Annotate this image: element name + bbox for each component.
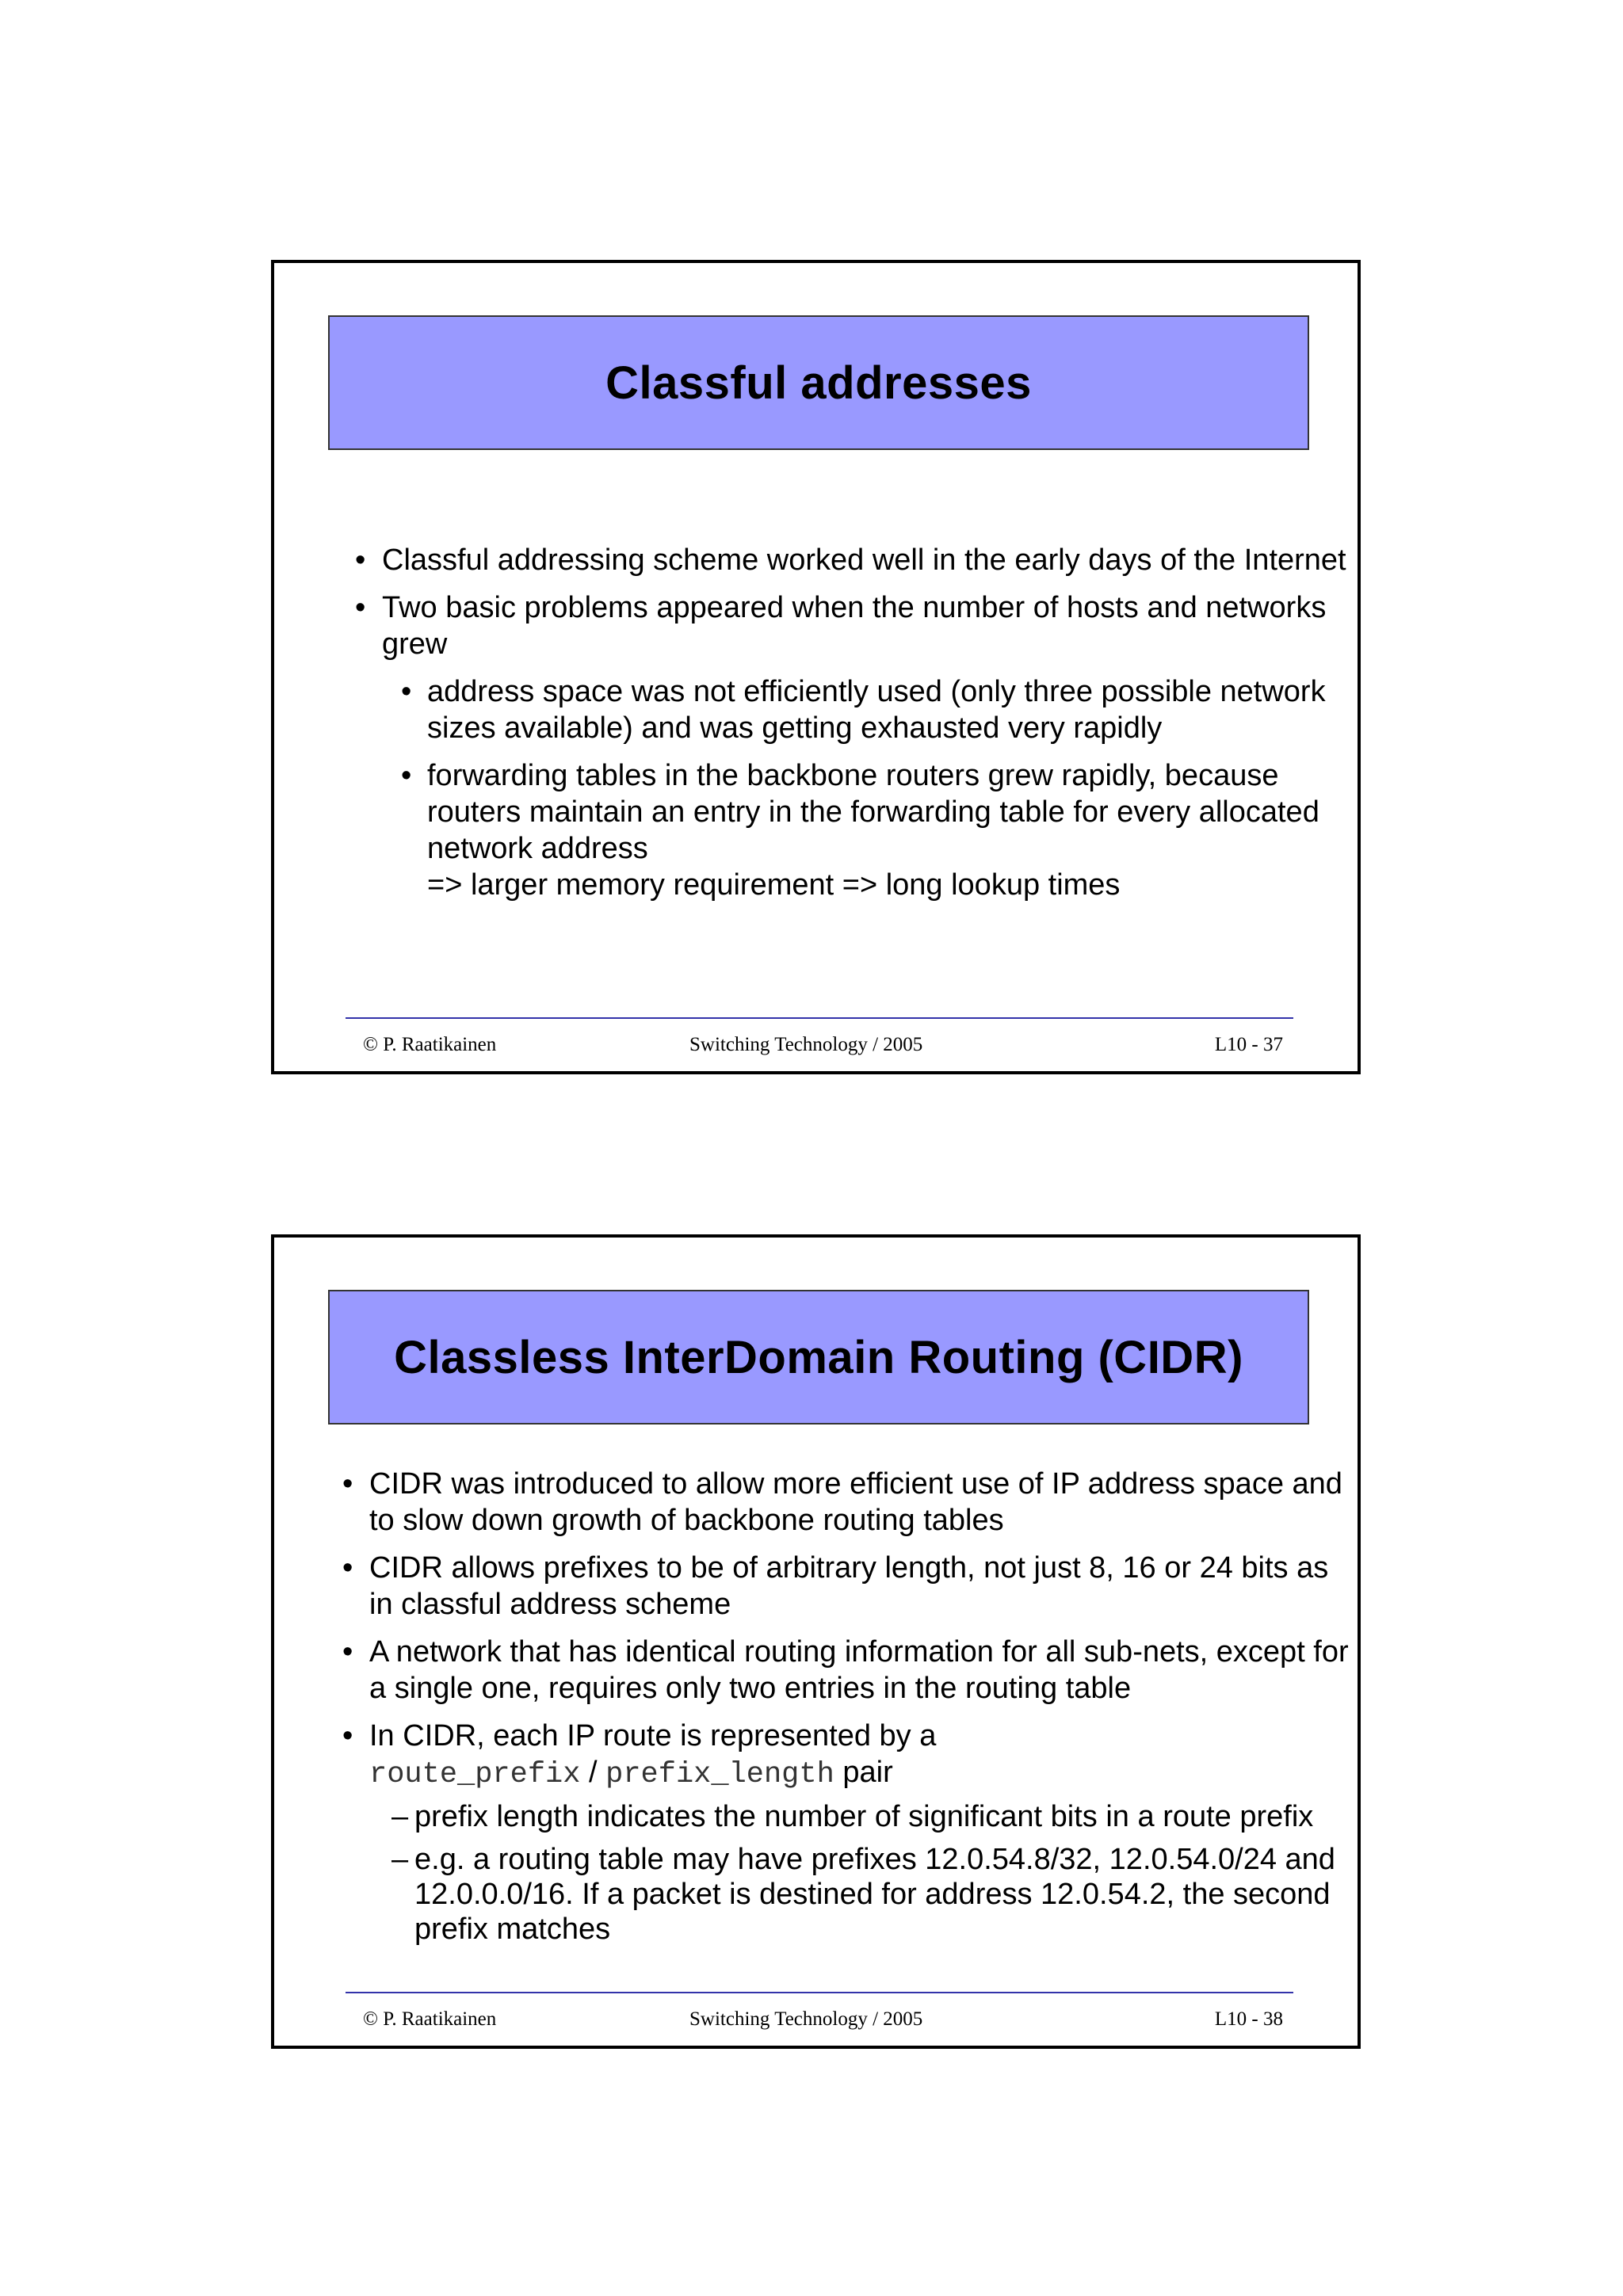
bullet-marker: •: [401, 759, 412, 792]
bullet-item: • CIDR allows prefixes to be of arbitrar…: [274, 1550, 1358, 1623]
bullet-marker: •: [355, 543, 366, 577]
bullet-tail-text: pair: [834, 1756, 893, 1789]
bullet-text: A network that has identical routing inf…: [369, 1635, 1349, 1705]
dash-marker: –: [391, 1843, 409, 1876]
bullet-item: • CIDR was introduced to allow more effi…: [274, 1466, 1358, 1539]
bullet-text: CIDR was introduced to allow more effici…: [369, 1467, 1342, 1537]
slide-37: Classful addresses • Classful addressing…: [271, 260, 1361, 1074]
sub-bullet-item: – prefix length indicates the number of …: [274, 1799, 1358, 1834]
code-separator: /: [580, 1756, 606, 1789]
footer-author: © P. Raatikainen: [363, 1034, 497, 1055]
bullet-list: • Classful addressing scheme worked well…: [274, 542, 1358, 914]
sub-bullet-continuation: => larger memory requirement => long loo…: [427, 868, 1121, 902]
dash-marker: –: [391, 1800, 409, 1833]
slide-title: Classless InterDomain Routing (CIDR): [394, 1331, 1243, 1383]
bullet-marker: •: [342, 1551, 353, 1585]
slide-title-box: Classless InterDomain Routing (CIDR): [328, 1290, 1309, 1425]
footer-page-number: L10 - 37: [1214, 1034, 1283, 1055]
bullet-marker: •: [342, 1467, 353, 1501]
slide-title-box: Classful addresses: [328, 315, 1309, 450]
footer-page-number: L10 - 38: [1214, 2008, 1283, 2030]
bullet-text: Classful addressing scheme worked well i…: [382, 543, 1346, 577]
bullet-item: • Two basic problems appeared when the n…: [274, 589, 1358, 662]
slide-38: Classless InterDomain Routing (CIDR) • C…: [271, 1234, 1361, 2049]
footer-course: Switching Technology / 2005: [689, 1034, 923, 1055]
bullet-marker: •: [342, 1719, 353, 1753]
route-prefix-code: route_prefix: [369, 1758, 581, 1791]
sub-bullet-item: • address space was not efficiently used…: [274, 673, 1358, 746]
footer-divider: [346, 1017, 1293, 1019]
sub-bullet-item: • forwarding tables in the backbone rout…: [274, 757, 1358, 903]
bullet-text: Two basic problems appeared when the num…: [382, 591, 1327, 661]
bullet-item: • A network that has identical routing i…: [274, 1634, 1358, 1707]
slide-title: Classful addresses: [605, 357, 1032, 409]
bullet-marker: •: [401, 675, 412, 708]
sub-bullet-text: address space was not efficiently used (…: [427, 675, 1326, 745]
footer-author: © P. Raatikainen: [363, 2008, 497, 2030]
sub-bullet-text: forwarding tables in the backbone router…: [427, 759, 1319, 865]
bullet-list: • CIDR was introduced to allow more effi…: [274, 1466, 1358, 1955]
bullet-text: In CIDR, each IP route is represented by…: [369, 1719, 937, 1753]
sub-bullet-text: prefix length indicates the number of si…: [414, 1800, 1314, 1833]
bullet-item: • Classful addressing scheme worked well…: [274, 542, 1358, 578]
bullet-item: • In CIDR, each IP route is represented …: [274, 1718, 1358, 1793]
bullet-marker: •: [355, 591, 366, 624]
footer-divider: [346, 1992, 1293, 1993]
bullet-text: CIDR allows prefixes to be of arbitrary …: [369, 1551, 1329, 1621]
sub-bullet-text: e.g. a routing table may have prefixes 1…: [414, 1843, 1335, 1946]
prefix-length-code: prefix_length: [605, 1758, 834, 1791]
sub-bullet-item: – e.g. a routing table may have prefixes…: [274, 1842, 1358, 1947]
bullet-marker: •: [342, 1635, 353, 1669]
footer-course: Switching Technology / 2005: [689, 2008, 923, 2030]
